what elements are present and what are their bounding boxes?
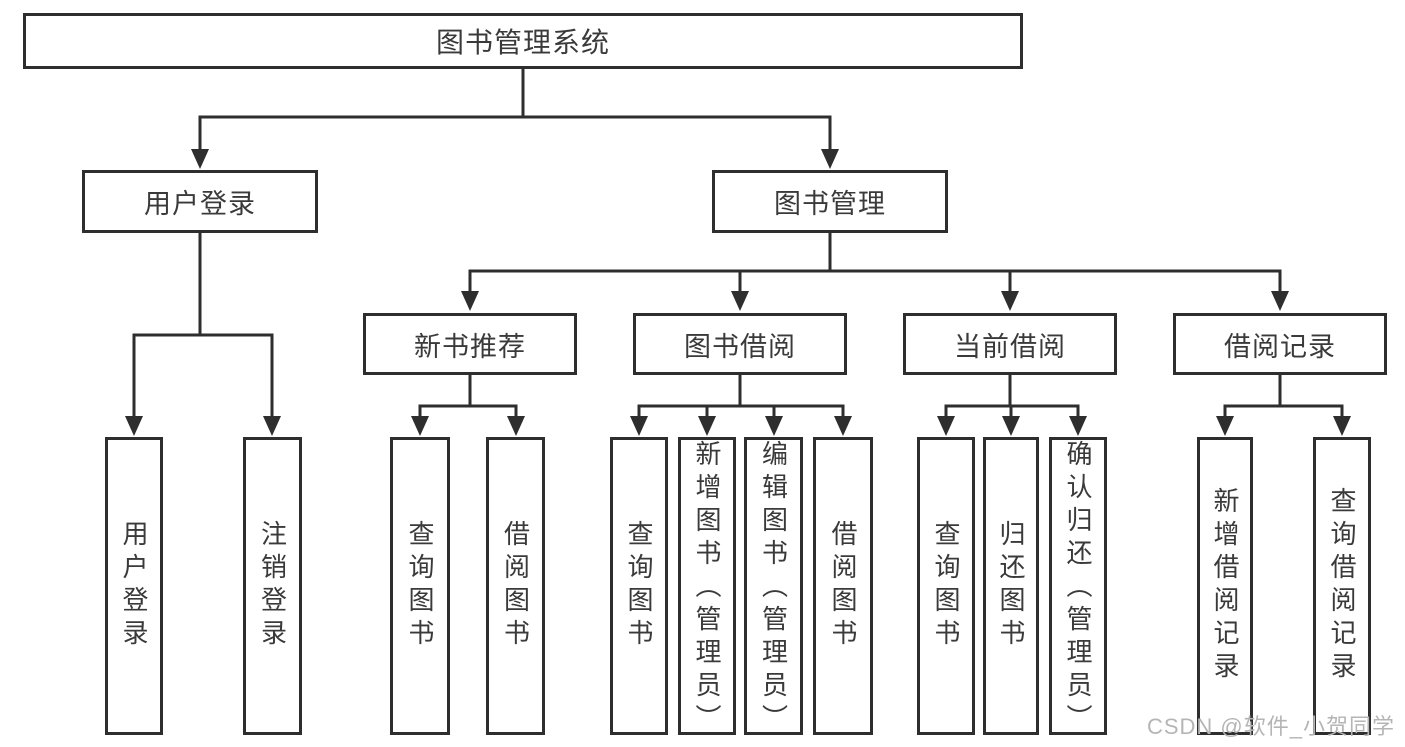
- leaf-query-books-recommend: 查询图书: [390, 437, 450, 735]
- leaf-confirm-return-admin: 确认归还（管理员）: [1049, 437, 1107, 737]
- leaf-query-books-borrow: 查询图书: [610, 437, 668, 735]
- connector-book-borrow-children: [630, 373, 852, 436]
- leaf-borrow-books: 借阅图书: [813, 437, 873, 735]
- leaf-add-borrow-record: 新增借阅记录: [1197, 437, 1253, 735]
- connector-current-borrow-children: [937, 373, 1087, 436]
- leaf-add-books-admin: 新增图书（管理员）: [678, 437, 736, 737]
- leaf-edit-books-admin: 编辑图书（管理员）: [744, 437, 803, 737]
- node-library-management-system: 图书管理系统: [23, 13, 1023, 69]
- connector-borrow-records-children: [1216, 373, 1351, 436]
- node-book-management: 图书管理: [712, 170, 948, 233]
- leaf-query-books-current: 查询图书: [917, 437, 975, 735]
- leaf-borrow-books-recommend: 借阅图书: [486, 437, 545, 735]
- connector-book-management-children: [461, 231, 1289, 311]
- csdn-watermark: CSDN @软件_小贺同学: [1146, 714, 1395, 739]
- leaf-return-books: 归还图书: [983, 437, 1039, 735]
- node-book-borrow: 图书借阅: [633, 313, 847, 375]
- leaf-logout: 注销登录: [243, 437, 302, 735]
- node-borrow-records: 借阅记录: [1173, 313, 1387, 375]
- leaf-query-borrow-record: 查询借阅记录: [1313, 437, 1371, 735]
- node-new-book-recommend: 新书推荐: [363, 313, 577, 375]
- connector-new-book-recommend-children: [411, 373, 525, 436]
- connector-root-to-level2: [191, 67, 839, 169]
- connector-user-login-children: [125, 231, 281, 436]
- node-current-borrow: 当前借阅: [903, 313, 1117, 375]
- node-user-login: 用户登录: [82, 170, 318, 233]
- leaf-user-login: 用户登录: [105, 437, 163, 735]
